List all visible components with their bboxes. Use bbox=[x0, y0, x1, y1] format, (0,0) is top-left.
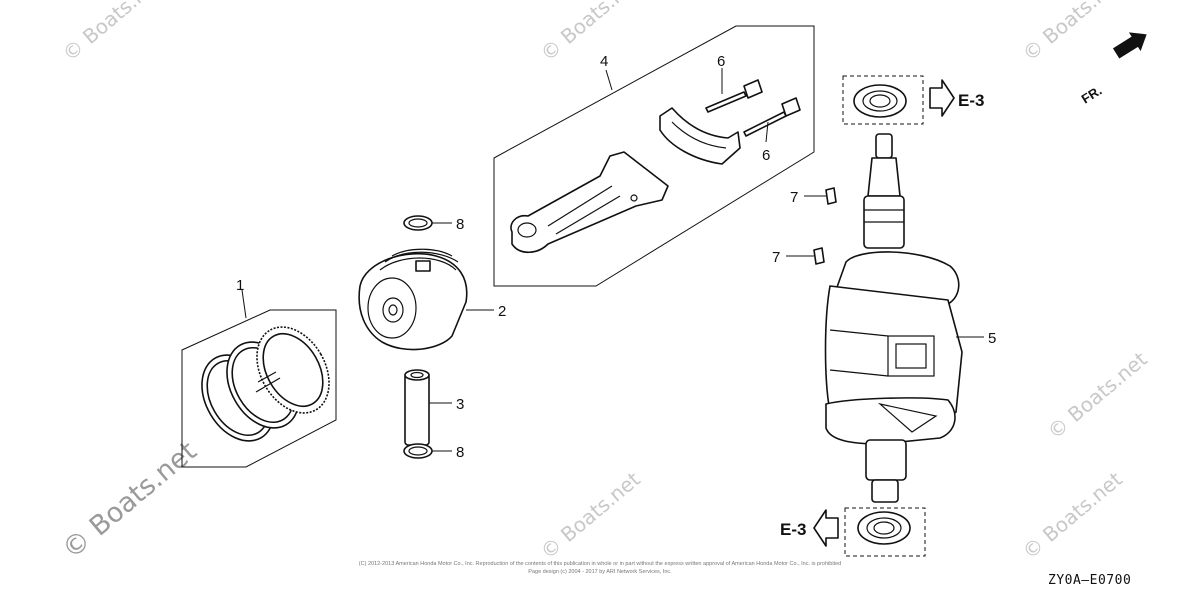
watermark: © Boats.net bbox=[536, 467, 645, 564]
callout-leaders bbox=[241, 68, 984, 452]
watermark-layer: © Boats.net © Boats.net © Boats.net © Bo… bbox=[57, 0, 1152, 565]
callout-piston-ring-set: 1 bbox=[236, 277, 244, 294]
callout-piston: 2 bbox=[498, 303, 506, 320]
watermark: © Boats.net bbox=[536, 0, 645, 66]
copyright-notice: (C) 2012-2013 American Honda Motor Co., … bbox=[359, 561, 841, 567]
connecting-rod-bolt bbox=[705, 79, 763, 113]
piston bbox=[358, 248, 468, 351]
callout-rod-bolt-b: 6 bbox=[762, 147, 770, 164]
reference-label-top: E-3 bbox=[958, 91, 984, 110]
callout-key-b: 7 bbox=[772, 249, 780, 266]
piston-pin bbox=[404, 369, 430, 446]
page-design-notice: Page design (c) 2004 - 2017 by ARI Netwo… bbox=[528, 569, 672, 575]
connecting-rod-bolt bbox=[743, 97, 801, 137]
reference-label-bottom: E-3 bbox=[780, 520, 806, 539]
callout-connecting-rod: 4 bbox=[600, 53, 608, 70]
watermark: © Boats.net bbox=[1018, 467, 1127, 564]
front-label: FR. bbox=[1079, 83, 1105, 107]
diagram-code: ZY0A—E0700 bbox=[1048, 573, 1131, 588]
woodruff-key bbox=[813, 247, 825, 265]
connecting-rod-assembly bbox=[493, 25, 815, 287]
piston-ring-set bbox=[181, 309, 337, 468]
watermark: © Boats.net bbox=[58, 0, 167, 66]
callout-key-a: 7 bbox=[790, 189, 798, 206]
watermark-main: © Boats.net bbox=[57, 436, 203, 566]
piston-pin-clip-bottom bbox=[403, 443, 433, 459]
callout-rod-bolt-a: 6 bbox=[717, 53, 725, 70]
oil-seal-top bbox=[842, 75, 955, 125]
callout-crankshaft: 5 bbox=[988, 330, 996, 347]
callout-piston-pin: 3 bbox=[456, 396, 464, 413]
oil-seal-bottom bbox=[813, 507, 926, 557]
callout-clip-bottom: 8 bbox=[456, 444, 464, 461]
watermark: © Boats.net bbox=[1043, 347, 1152, 444]
callout-clip-top: 8 bbox=[456, 216, 464, 233]
front-arrow-icon bbox=[1112, 32, 1147, 59]
front-direction-indicator: FR. bbox=[1079, 32, 1147, 107]
watermark: © Boats.net bbox=[1018, 0, 1127, 66]
piston-pin-clip-top bbox=[403, 215, 433, 231]
crankshaft bbox=[824, 133, 963, 503]
woodruff-key bbox=[825, 187, 837, 205]
